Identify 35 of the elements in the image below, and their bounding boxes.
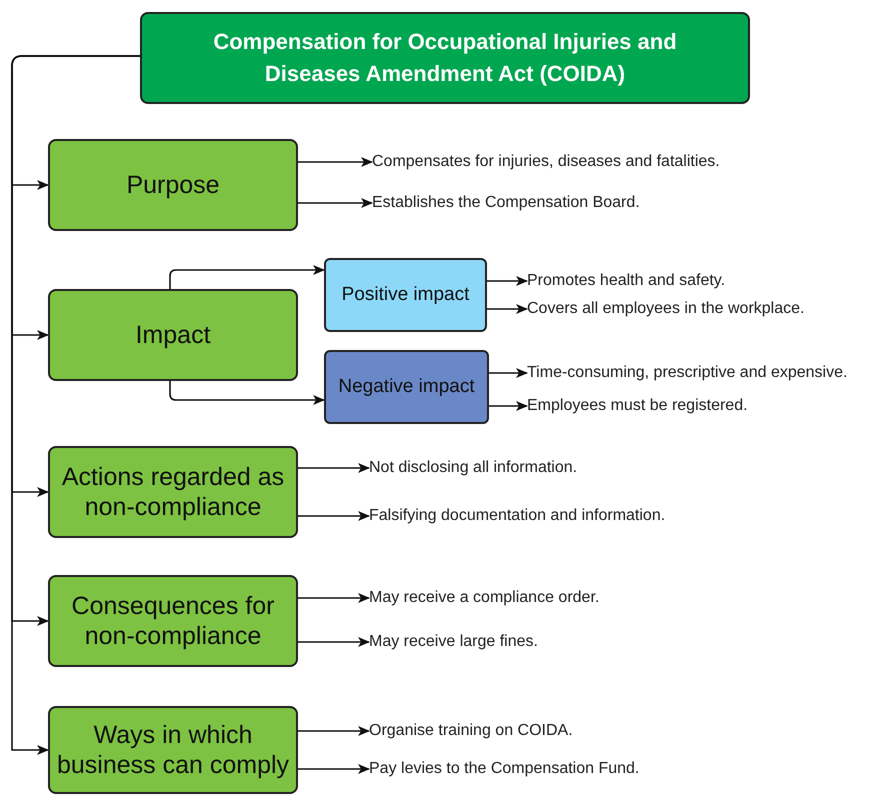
arrow (169, 265, 325, 289)
point-text: Establishes the Compensation Board. (372, 191, 772, 215)
negative-impact-box: Negative impact (324, 350, 489, 424)
arrow (298, 593, 370, 603)
title-box: Compensation for Occupational Injuries and Diseases Amendment Act (COIDA) (140, 12, 750, 104)
point-text: Promotes health and safety. (527, 269, 827, 293)
point-text: Not disclosing all information. (369, 456, 769, 480)
point-text: Covers all employees in the workplace. (527, 297, 837, 321)
arrow (487, 304, 528, 314)
arrow (298, 463, 370, 473)
arrow (298, 726, 370, 736)
point-text: Time-consuming, prescriptive and expensive. (527, 361, 873, 385)
point-text: Compensates for injuries, diseases and fatalities. (372, 150, 772, 174)
topic-box: Actions regarded as non-compliance (48, 446, 298, 538)
topic-box: Consequences for non-compliance (48, 575, 298, 667)
point-text: Employees must be registered. (527, 394, 827, 418)
point-text: Falsifying documentation and information. (369, 504, 769, 528)
point-text: May receive large fines. (369, 630, 769, 654)
topic-box: Ways in which business can comply (48, 706, 298, 794)
arrow (298, 198, 373, 208)
topic-box: Impact (48, 289, 298, 381)
arrow (169, 381, 325, 405)
arrow (11, 55, 140, 755)
positive-impact-box: Positive impact (324, 258, 487, 332)
point-text: May receive a compliance order. (369, 586, 769, 610)
arrow (487, 276, 528, 286)
arrow (298, 637, 370, 647)
point-text: Pay levies to the Compensation Fund. (369, 757, 769, 781)
arrow (298, 764, 370, 774)
arrow (489, 368, 528, 378)
arrow (298, 511, 370, 521)
topic-box: Purpose (48, 139, 298, 231)
arrow (489, 401, 528, 411)
arrow (298, 157, 373, 167)
point-text: Organise training on COIDA. (369, 719, 769, 743)
